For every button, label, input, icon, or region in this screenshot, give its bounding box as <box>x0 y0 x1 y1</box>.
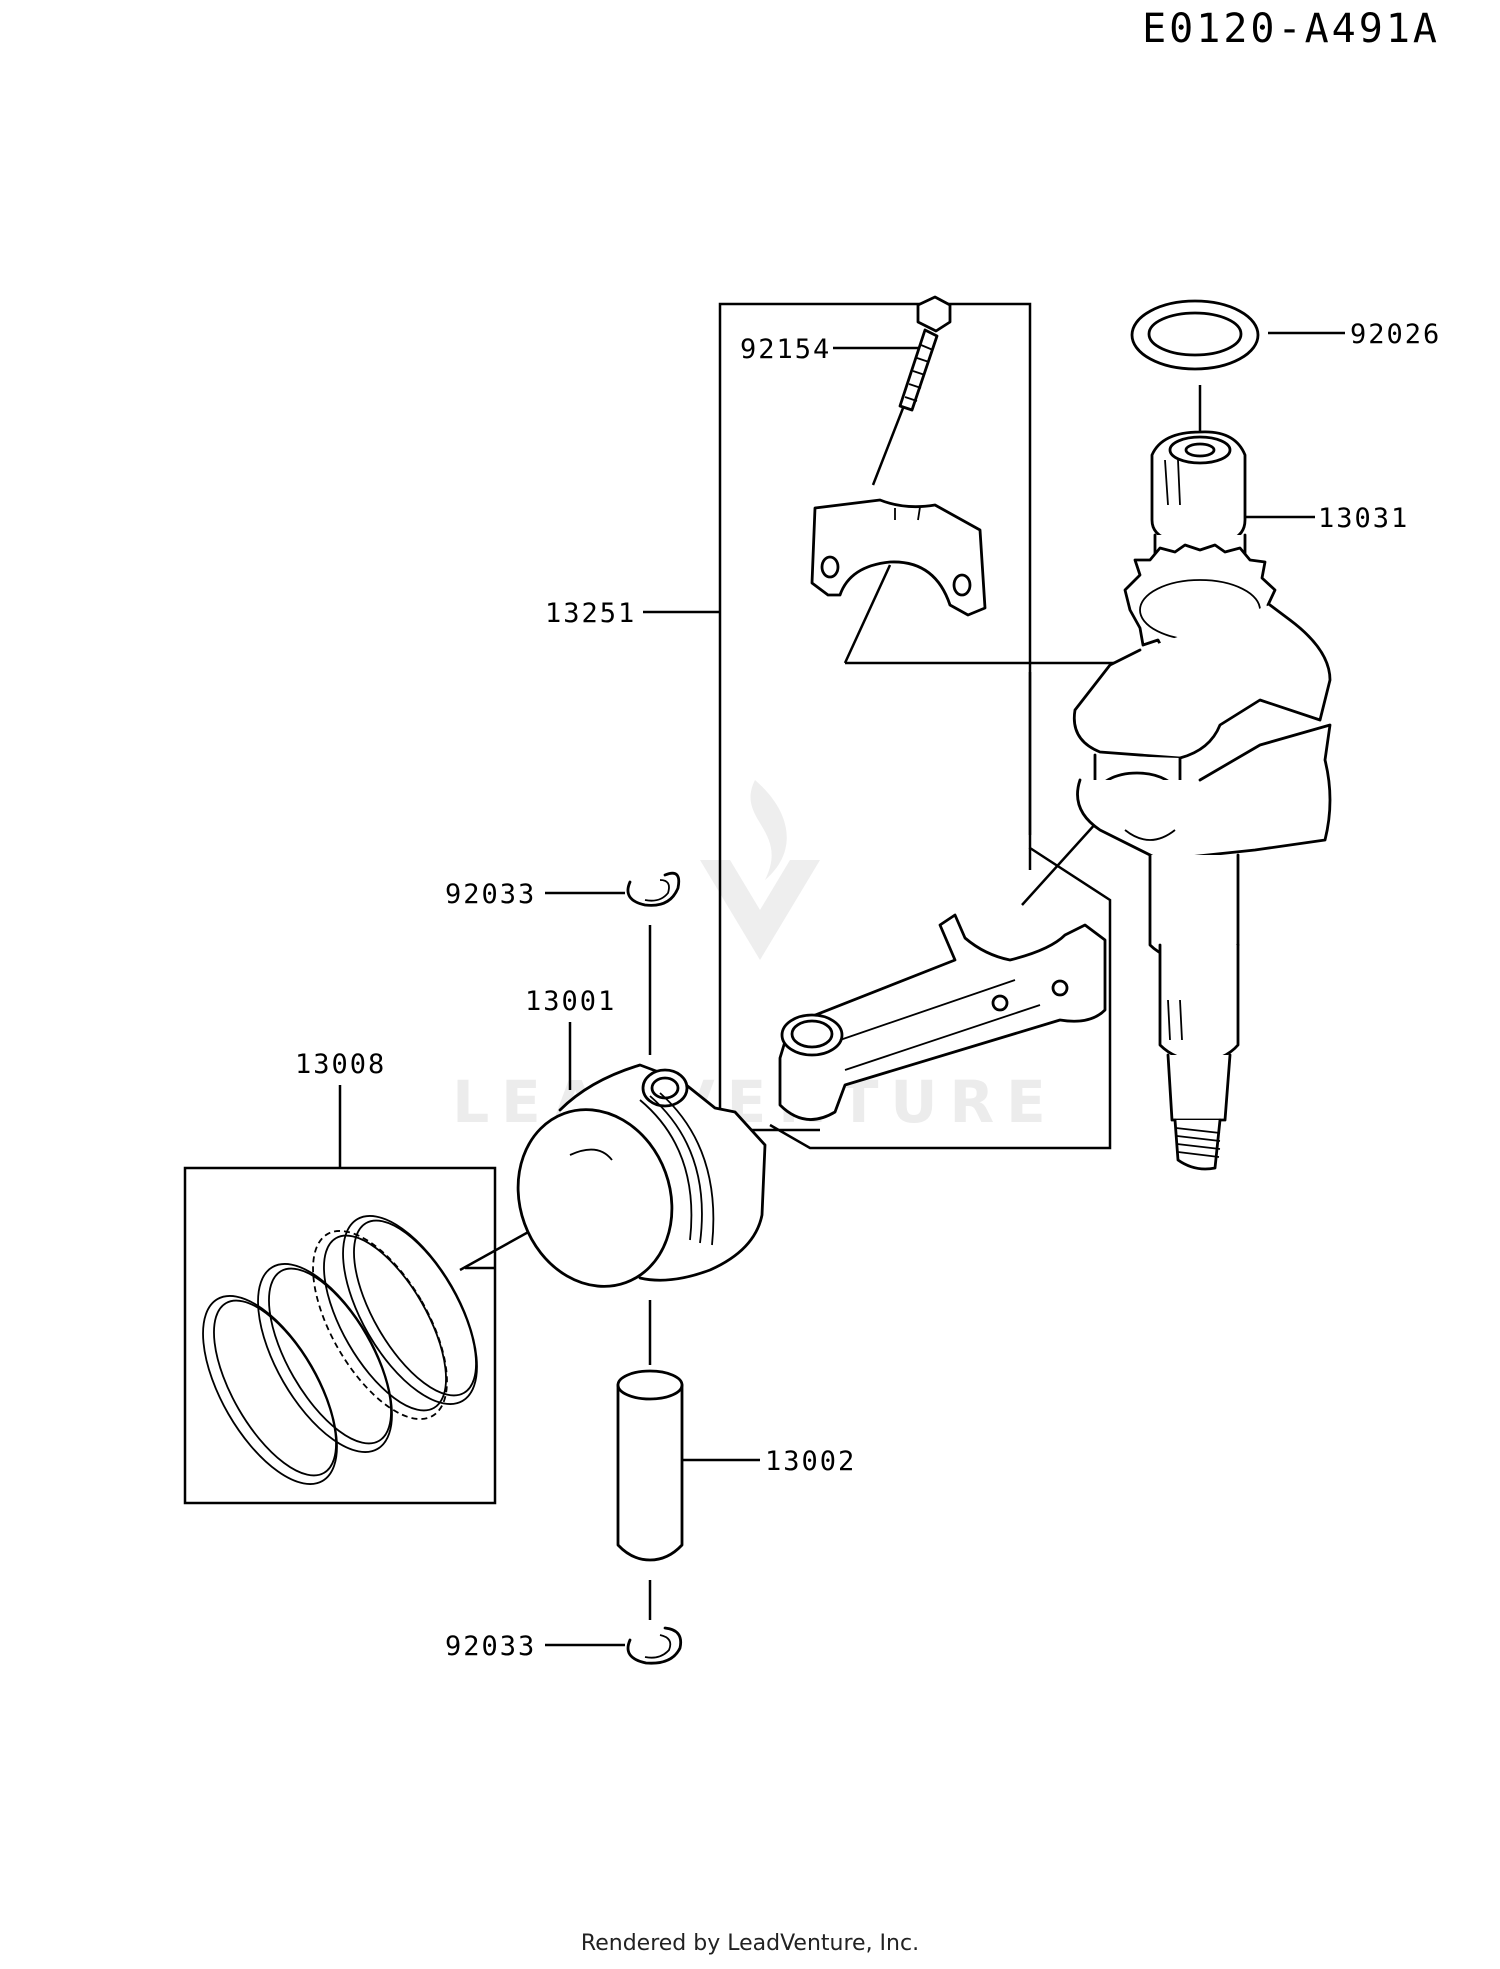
label-92033-bottom[interactable]: 92033 <box>445 1631 536 1662</box>
label-92033-top[interactable]: 92033 <box>445 879 536 910</box>
label-13002[interactable]: 13002 <box>765 1446 856 1477</box>
connecting-rod-cap <box>810 498 987 617</box>
circlip-92033-bottom <box>626 1626 683 1665</box>
washer-92026 <box>1130 299 1260 371</box>
footer-credit: Rendered by LeadVenture, Inc. <box>581 1931 919 1956</box>
watermark: LEADVENTURE <box>452 780 1046 1136</box>
circlip-92033-top <box>626 871 681 907</box>
piston-ring-set-13008 <box>183 1166 497 1505</box>
label-13008[interactable]: 13008 <box>295 1049 386 1080</box>
leader-lines <box>338 302 1345 1647</box>
label-13001[interactable]: 13001 <box>525 986 616 1017</box>
label-92026[interactable]: 92026 <box>1350 319 1441 350</box>
piston-13001 <box>516 1063 767 1288</box>
label-13251[interactable]: 13251 <box>545 598 636 629</box>
label-92154[interactable]: 92154 <box>740 334 831 365</box>
bolt-92154 <box>898 295 952 412</box>
connecting-rod <box>778 913 1107 1121</box>
diagram-code: E0120-A491A <box>1142 6 1440 52</box>
piston-pin-13002 <box>616 1369 684 1562</box>
label-13031[interactable]: 13031 <box>1318 503 1409 534</box>
crankshaft-13031 <box>1072 430 1332 1171</box>
